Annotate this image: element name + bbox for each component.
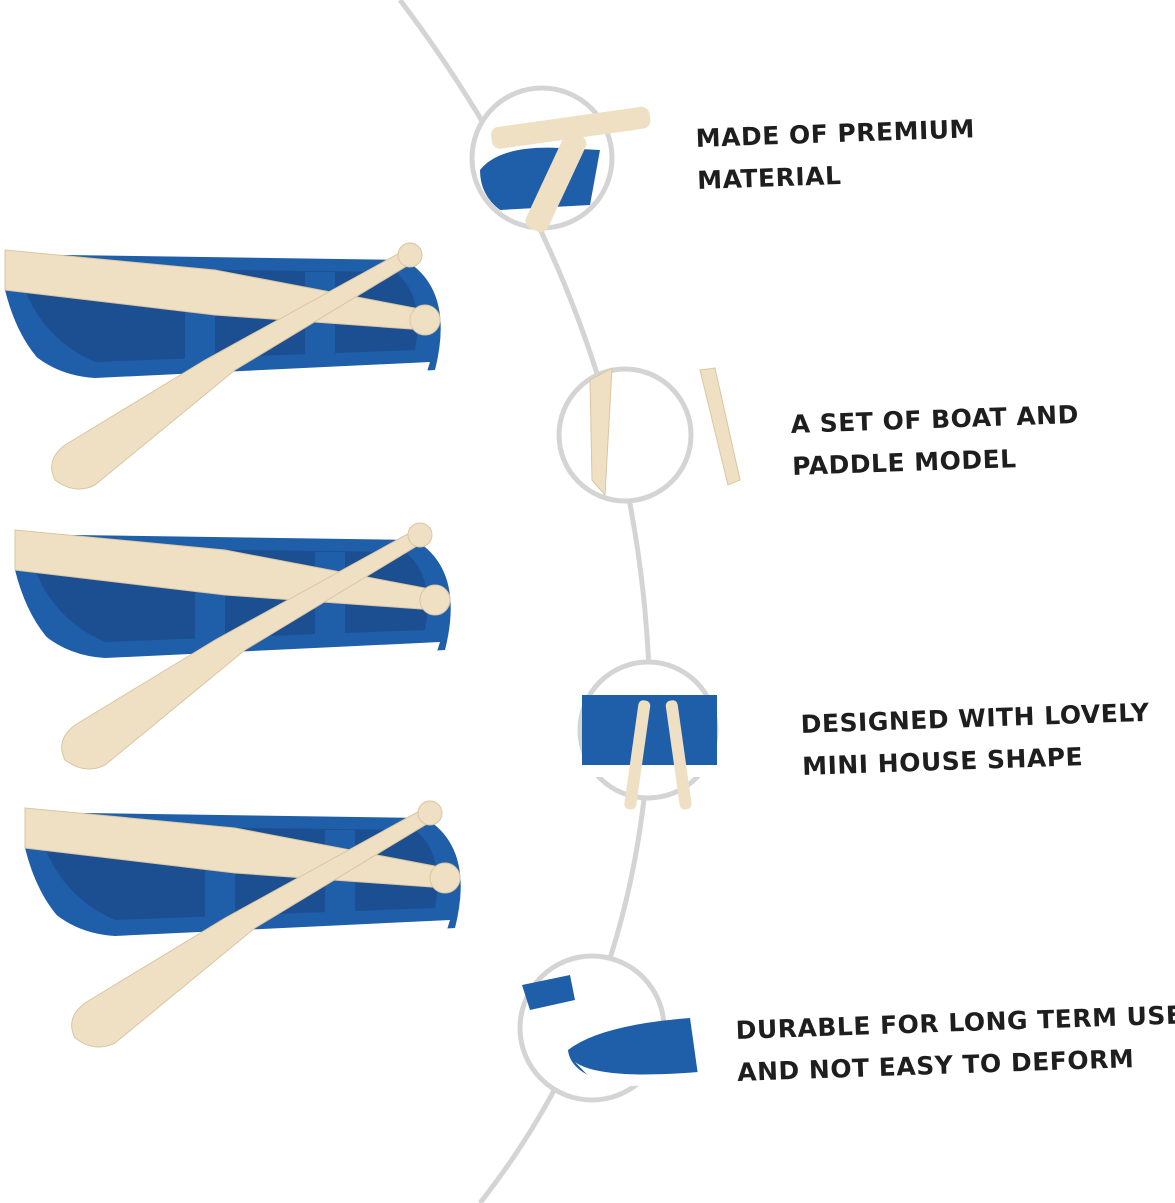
- feature-durable: DURABLE FOR LONG TERM USE AND NOT EASY T…: [735, 994, 1175, 1094]
- boat-set-2: [14, 522, 452, 770]
- detail-circle-2: [556, 366, 741, 504]
- boat-set-3: [24, 800, 462, 1048]
- feature-premium-material: MADE OF PREMIUM MATERIAL: [695, 108, 977, 202]
- detail-circle-4: [517, 953, 698, 1103]
- detail-circle-3: [577, 659, 719, 810]
- feature-mini-house-shape: DESIGNED WITH LOVELY MINI HOUSE SHAPE: [800, 692, 1152, 788]
- boat-set-1: [4, 242, 442, 490]
- detail-circle-1: [469, 85, 651, 233]
- feature-boat-paddle-set: A SET OF BOAT AND PADDLE MODEL: [790, 394, 1081, 488]
